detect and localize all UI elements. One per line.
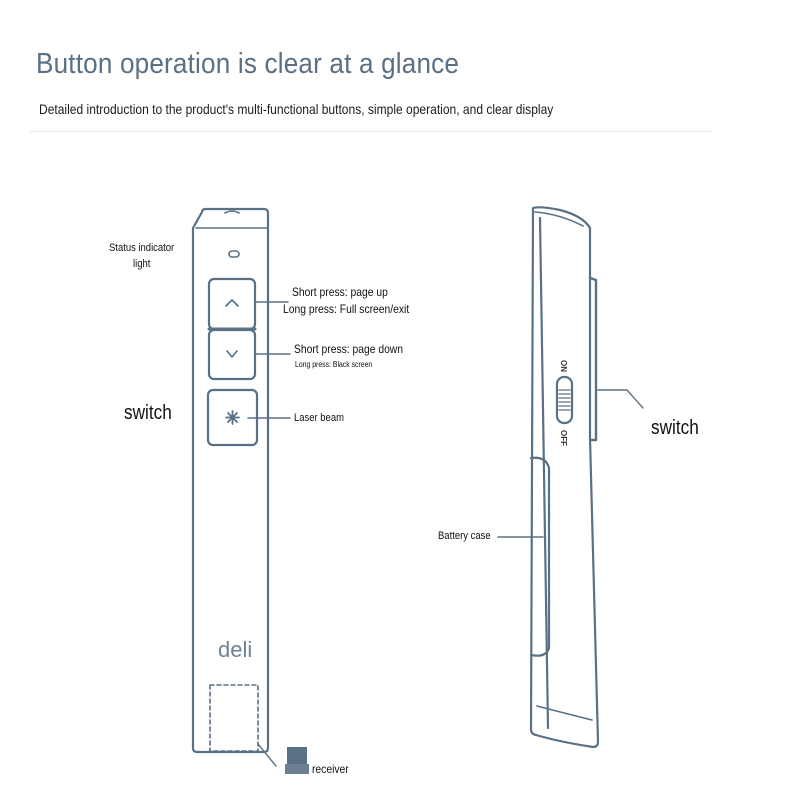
side-view-presenter — [529, 206, 600, 749]
page-up-short-label: Short press: page up — [292, 285, 388, 299]
battery-case-panel — [529, 456, 551, 657]
battery-case-label: Battery case — [438, 530, 491, 542]
status-indicator-label-line1: Status indicator — [109, 242, 175, 254]
side-button-strip — [588, 276, 598, 442]
page-up-long-label: Long press: Full screen/exit — [283, 302, 410, 316]
side-inner-line — [538, 216, 550, 730]
side-switch-label: switch — [651, 417, 699, 439]
callout-lines — [247, 301, 644, 767]
brand-logo: deli — [218, 637, 252, 662]
front-body-outline — [191, 207, 270, 754]
switch-on-label: ON — [559, 360, 568, 372]
page-subtitle: Detailed introduction to the product's m… — [39, 101, 554, 117]
slide-switch — [555, 375, 574, 425]
front-top-notch — [224, 210, 240, 214]
page-down-long-label: Long press: Black screen — [295, 360, 373, 369]
page-down-short-label: Short press: page down — [294, 342, 404, 356]
front-switch-label: switch — [124, 402, 172, 424]
header-divider — [30, 131, 712, 132]
laser-beam-label: Laser beam — [294, 412, 344, 424]
chevron-down-icon — [226, 350, 238, 358]
front-view-presenter — [191, 207, 309, 774]
side-bottom-panel — [536, 705, 593, 721]
switch-grip — [558, 389, 571, 411]
side-body-outline — [529, 206, 600, 749]
receiver-dongle-base — [285, 764, 309, 774]
page-title: Button operation is clear at a glance — [36, 48, 460, 80]
page-up-button — [207, 277, 257, 331]
receiver-label: receiver — [312, 762, 349, 776]
status-indicator-label-line2: light — [133, 258, 151, 270]
page-down-button — [207, 328, 257, 381]
laser-icon — [225, 410, 240, 425]
status-indicator-light — [228, 250, 240, 258]
receiver-slot — [209, 684, 259, 752]
switch-off-label: OFF — [559, 430, 568, 446]
chevron-up-icon — [225, 299, 239, 307]
side-top-edge — [534, 211, 584, 227]
